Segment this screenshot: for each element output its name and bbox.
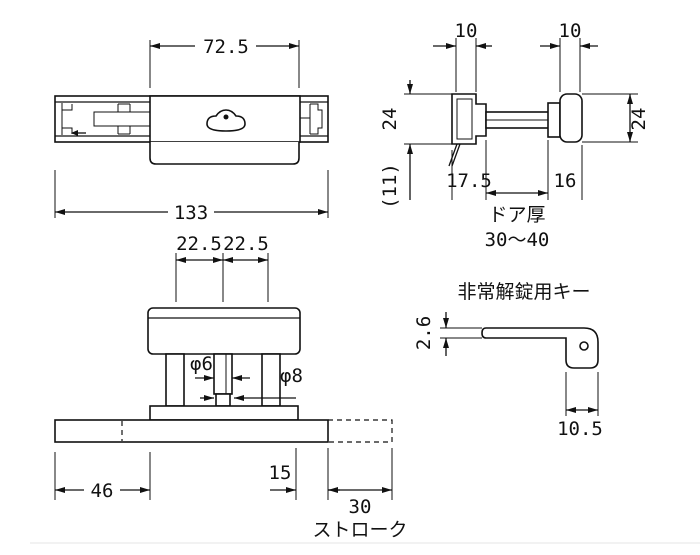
top-view: 72.5 133 [54, 36, 329, 224]
dim-11: (11) [379, 163, 401, 209]
side-view: 10 10 24 (11) 24 [379, 20, 650, 251]
post-left [165, 353, 185, 407]
door-thickness-value: 30～40 [485, 229, 550, 251]
knob [559, 93, 583, 143]
dim-phi6: φ6 [190, 353, 213, 375]
center-pin [213, 353, 233, 395]
dim-10-5: 10.5 [557, 418, 603, 440]
dim-22-5-left: 22.5 [176, 233, 222, 255]
emergency-key: 非常解錠用キー 2.6 10.5 [413, 281, 603, 440]
base-plate [149, 405, 299, 421]
dim-24-right: 24 [628, 108, 650, 131]
keyhole [206, 109, 246, 132]
key-shape [481, 327, 599, 369]
key-title: 非常解錠用キー [457, 281, 590, 303]
dim-10-right: 10 [559, 20, 582, 42]
dim-72-5: 72.5 [203, 36, 249, 58]
lock-plate [149, 142, 300, 165]
key-hole [579, 341, 589, 351]
dim-2-6: 2.6 [413, 316, 435, 350]
front-view: 22.5 22.5 φ6 φ8 46 [54, 233, 408, 541]
dim-133: 133 [174, 202, 208, 224]
dim-24-left: 24 [379, 108, 401, 131]
dim-17-5: 17.5 [446, 170, 492, 192]
dim-46: 46 [91, 480, 114, 502]
pin-base [215, 393, 231, 407]
dim-16: 16 [554, 170, 577, 192]
dim-30: 30 [349, 496, 372, 518]
collar [547, 102, 561, 138]
dim-22-5-right: 22.5 [223, 233, 269, 255]
dim-phi8: φ8 [280, 365, 303, 387]
door-thickness-label: ドア厚 [488, 204, 545, 226]
slide-bar [54, 419, 329, 443]
dim-10-left: 10 [455, 20, 478, 42]
knob-cap [147, 307, 301, 355]
stroke-label: ストローク [312, 519, 407, 541]
dim-15: 15 [269, 462, 292, 484]
